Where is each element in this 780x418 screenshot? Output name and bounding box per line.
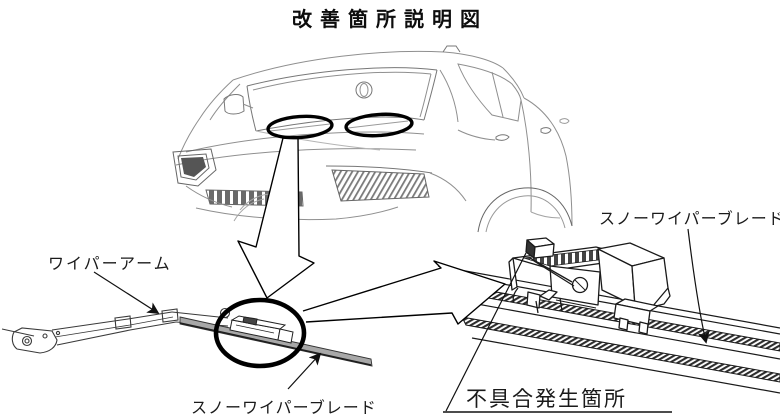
blade-right-arrow xyxy=(687,228,710,344)
down-callout-arrow xyxy=(237,137,315,299)
wiper-arm-label: ワイパーアーム xyxy=(48,256,172,273)
wiper-arm-drawing xyxy=(1,307,231,354)
right-callout-arrow xyxy=(302,260,506,325)
snow-wiper-blade-label-right: スノーワイパーブレード xyxy=(599,211,780,228)
windshield-inspection-ellipse-right xyxy=(344,112,414,138)
page-title: 改善箇所説明図 xyxy=(292,9,488,31)
snow-blade-drawing xyxy=(179,315,373,367)
defect-location-label: 不具合発生箇所 xyxy=(466,387,627,411)
magnifier-circle xyxy=(213,297,307,369)
defect-leader-line xyxy=(445,252,527,412)
windshield-inspection-ellipse-left xyxy=(266,114,334,140)
blade-left-arrow xyxy=(287,352,322,390)
wiper-arm-arrow xyxy=(93,271,160,314)
label-arrows xyxy=(93,228,710,413)
car-illustration xyxy=(172,45,573,233)
blade-clip-detail-drawing xyxy=(508,237,671,335)
snow-wiper-blade-label-left: スノーワイパーブレード xyxy=(191,400,377,417)
